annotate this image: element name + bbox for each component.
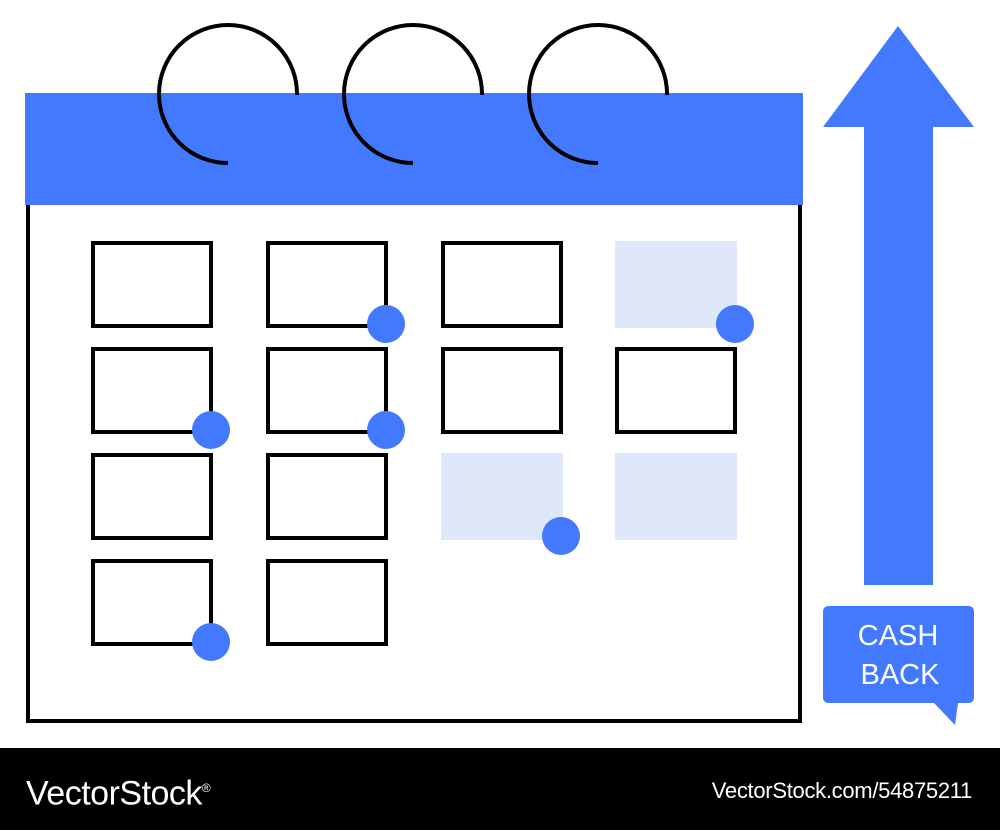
binder-rings <box>157 23 670 165</box>
date-cell <box>91 241 213 328</box>
binder-ring-icon <box>342 23 485 165</box>
calendar-header-bar <box>25 93 803 205</box>
date-cell <box>266 347 388 434</box>
date-cell <box>266 453 388 540</box>
date-marker-dot <box>716 305 754 343</box>
date-marker-dot <box>192 411 230 449</box>
date-marker-dot <box>367 411 405 449</box>
calendar <box>25 23 803 723</box>
arrow-up-icon <box>823 26 974 585</box>
image-id: VectorStock.com/54875211 <box>711 778 973 803</box>
date-cell <box>441 347 563 434</box>
cashback-line-1: CASH <box>858 620 939 652</box>
date-cell <box>266 559 388 646</box>
date-cell-highlighted <box>615 453 737 540</box>
date-markers <box>192 305 754 661</box>
date-marker-dot <box>542 517 580 555</box>
date-cell <box>91 559 213 646</box>
binder-ring-icon <box>527 23 670 165</box>
cashback-calendar-illustration: CASH BACK <box>25 23 974 725</box>
binder-ring-icon <box>157 23 300 165</box>
watermark-footer: VectorStock® VectorStock.com/54875211 <box>0 748 1000 830</box>
brand-name: VectorStock <box>26 774 202 813</box>
speech-bubble-icon <box>823 606 974 725</box>
cashback-line-2: BACK <box>861 659 941 691</box>
date-marker-dot <box>192 623 230 661</box>
date-marker-dot <box>367 305 405 343</box>
date-cell <box>615 347 737 434</box>
brand-registered-mark: ® <box>201 781 211 795</box>
date-cell <box>266 241 388 328</box>
date-cell <box>91 453 213 540</box>
date-grid <box>91 241 737 646</box>
cashback-badge: CASH BACK <box>823 606 974 725</box>
date-cell-highlighted <box>615 241 737 328</box>
date-cell <box>91 347 213 434</box>
date-cell-highlighted <box>441 453 563 540</box>
brand-logo: VectorStock® <box>26 768 211 813</box>
date-cell <box>441 241 563 328</box>
